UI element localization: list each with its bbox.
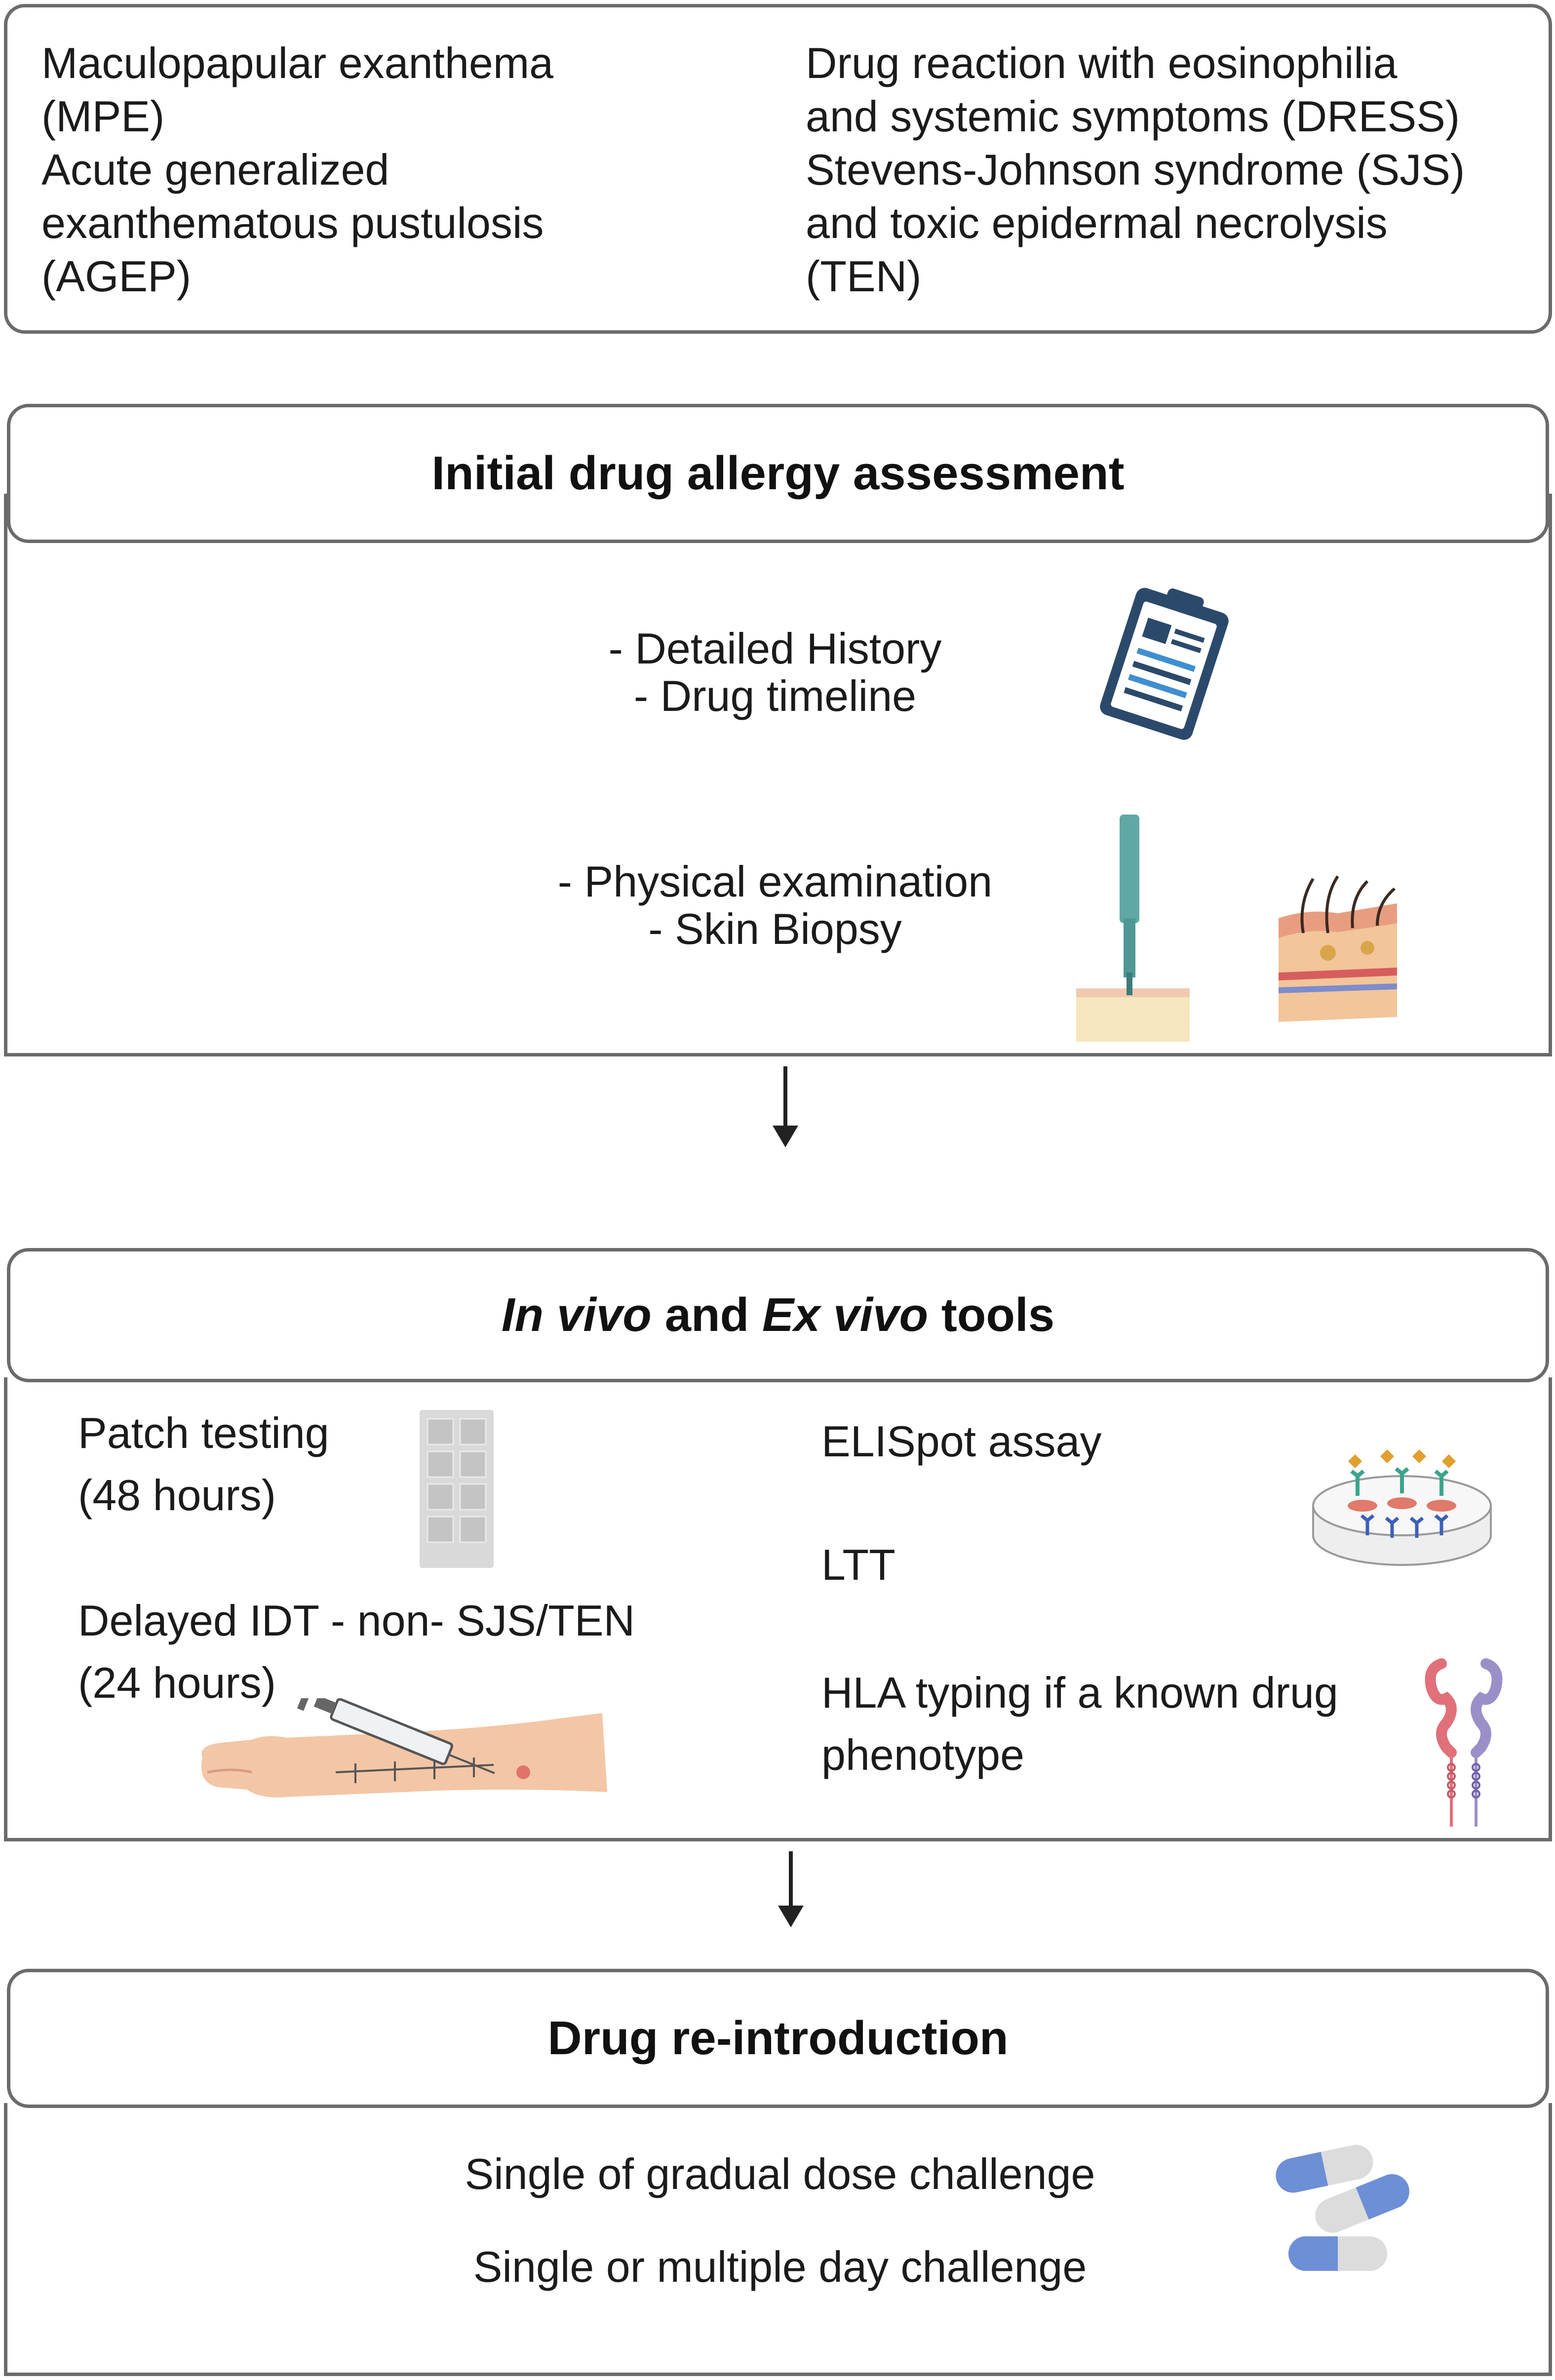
reaction-types-box: [4, 4, 1552, 334]
exam-line: - Physical examination: [557, 857, 993, 906]
patch-testing-text: Patch testing (48 hours): [78, 1402, 329, 1526]
reaction-line: (AGEP): [41, 252, 192, 301]
history-line: - Detailed History: [608, 624, 942, 673]
flow-arrow-2: [789, 1851, 793, 1915]
flow-arrowhead-1: [773, 1126, 798, 1147]
reaction-line: Drug reaction with eosinophilia: [806, 39, 1398, 87]
hla-phenotype: phenotype: [821, 1730, 1025, 1779]
reintroduction-title: Drug re-introduction: [547, 2012, 1009, 2065]
reintroduction-panel: [4, 2103, 1552, 2376]
reaction-line: (TEN): [806, 252, 922, 301]
patch-duration: (48 hours): [78, 1471, 276, 1520]
history-text: - Detailed History - Drug timeline: [523, 625, 1027, 720]
ltt-label: LTT: [821, 1540, 895, 1589]
hla-typing-text: HLA typing if a known drug phenotype: [821, 1662, 1338, 1786]
assessment-title: Initial drug allergy assessment: [431, 447, 1125, 500]
title-ex-vivo: Ex vivo: [762, 1288, 929, 1341]
timeline-line: - Drug timeline: [633, 671, 917, 720]
patch-test-strip-icon: [420, 1410, 494, 1568]
arm-injection-icon: [201, 1698, 607, 1797]
clipboard-icon: [1100, 587, 1229, 740]
elispot-well-icon: [1312, 1449, 1492, 1566]
reaction-line: (MPE): [41, 92, 165, 141]
flow-arrowhead-2: [778, 1906, 804, 1927]
capsules-icon: [1276, 2145, 1409, 2271]
patch-line: Patch testing: [78, 1408, 329, 1457]
reaction-line: and toxic epidermal necrolysis: [806, 198, 1388, 247]
skin-cross-section-icon: [1279, 875, 1397, 1022]
reaction-list-right: Drug reaction with eosinophilia and syst…: [806, 37, 1465, 303]
biopsy-line: - Skin Biopsy: [648, 904, 902, 953]
tools-header: In vivo and Ex vivo tools: [7, 1248, 1549, 1382]
reaction-line: Stevens-Johnson syndrome (SJS): [806, 145, 1465, 194]
exam-text: - Physical examination - Skin Biopsy: [508, 858, 1042, 953]
title-in-vivo: In vivo: [501, 1288, 652, 1341]
delayed-idt-text: Delayed IDT - non- SJS/TEN (24 hours): [78, 1590, 635, 1714]
elispot-label: ELISpot assay: [821, 1417, 1102, 1466]
biopsy-punch-icon: [1076, 815, 1190, 1042]
challenge-line-2: Single or multiple day challenge: [473, 2242, 1087, 2291]
reintroduction-header: Drug re-introduction: [7, 1969, 1549, 2108]
reaction-line: Acute generalized: [41, 145, 389, 194]
title-tools: tools: [941, 1288, 1055, 1341]
tools-title: In vivo and Ex vivo tools: [502, 1288, 1054, 1342]
flow-arrow-1: [783, 1066, 787, 1131]
idt-duration: (24 hours): [78, 1658, 276, 1707]
challenge-line-1: Single of gradual dose challenge: [465, 2149, 1095, 2198]
reaction-line: exanthematous pustulosis: [41, 198, 544, 247]
reaction-line: Maculopapular exanthema: [41, 39, 554, 87]
title-and: and: [664, 1288, 749, 1341]
hla-molecule-icon: [1425, 1658, 1503, 1827]
reaction-list-left: Maculopapular exanthema (MPE) Acute gene…: [41, 37, 553, 303]
assessment-header: Initial drug allergy assessment: [7, 404, 1549, 543]
idt-line: Delayed IDT - non- SJS/TEN: [78, 1596, 635, 1645]
reaction-line: and systemic symptoms (DRESS): [806, 92, 1460, 141]
hla-line: HLA typing if a known drug: [821, 1668, 1338, 1717]
